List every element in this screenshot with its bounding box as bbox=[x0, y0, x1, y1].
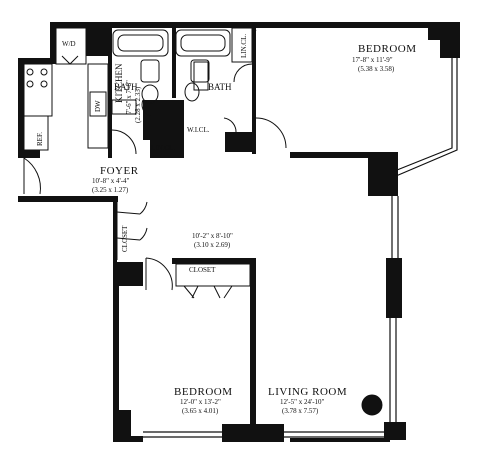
lincl-top-label: LIN.CL. bbox=[240, 34, 248, 58]
foyer-name: FOYER bbox=[100, 165, 139, 177]
living-room-dim-m: (3.78 x 7.57) bbox=[282, 407, 319, 415]
window-lines bbox=[143, 58, 458, 438]
ref-label: REF. bbox=[36, 132, 44, 146]
living-room-dim-ft: 12'-5" x 24'-10" bbox=[280, 398, 325, 406]
dw-label: DW bbox=[94, 100, 102, 112]
room-labels: BEDROOM 17'-8" x 11'-9" (5.38 x 3.58) BA… bbox=[36, 34, 417, 415]
bath-left-label: BATH bbox=[114, 82, 138, 92]
dining-dim-ft: 10'-2" x 8'-10" bbox=[192, 232, 233, 240]
foyer-dim-ft: 10'-8" x 4'-4" bbox=[92, 177, 130, 185]
wd-label: W/D bbox=[62, 40, 76, 48]
bedroom-master-name: BEDROOM bbox=[358, 43, 417, 55]
closet-bedroom-label: CLOSET bbox=[189, 266, 216, 274]
kitchen-dim-m: (2.28 x 2.33) bbox=[134, 86, 142, 123]
bedroom-master-dim-m: (5.38 x 3.58) bbox=[358, 65, 395, 73]
kitchen-dim-ft: 7'-6" x 7'-8" bbox=[125, 80, 133, 114]
bath-right-label: BATH bbox=[208, 82, 232, 92]
bedroom-second-dim-m: (3.65 x 4.01) bbox=[182, 407, 219, 415]
wic-label: W.I.CL. bbox=[187, 126, 210, 134]
bedroom-second-dim-ft: 12'-0" x 13'-2" bbox=[180, 398, 221, 406]
bedroom-master-dim-ft: 17'-8" x 11'-9" bbox=[352, 56, 393, 64]
lincl-foyer-label: LIN.CL. bbox=[151, 144, 175, 152]
kitchen-name: KITCHEN bbox=[114, 63, 124, 103]
foyer-dim-m: (3.25 x 1.27) bbox=[92, 186, 129, 194]
living-room-name: LIVING ROOM bbox=[268, 386, 347, 398]
walls bbox=[18, 22, 460, 442]
fixtures-drawn bbox=[23, 27, 383, 416]
closet-vertical-label: CLOSET bbox=[121, 225, 129, 252]
dining-dim-m: (3.10 x 2.69) bbox=[194, 241, 231, 249]
bedroom-second-name: BEDROOM bbox=[174, 386, 233, 398]
